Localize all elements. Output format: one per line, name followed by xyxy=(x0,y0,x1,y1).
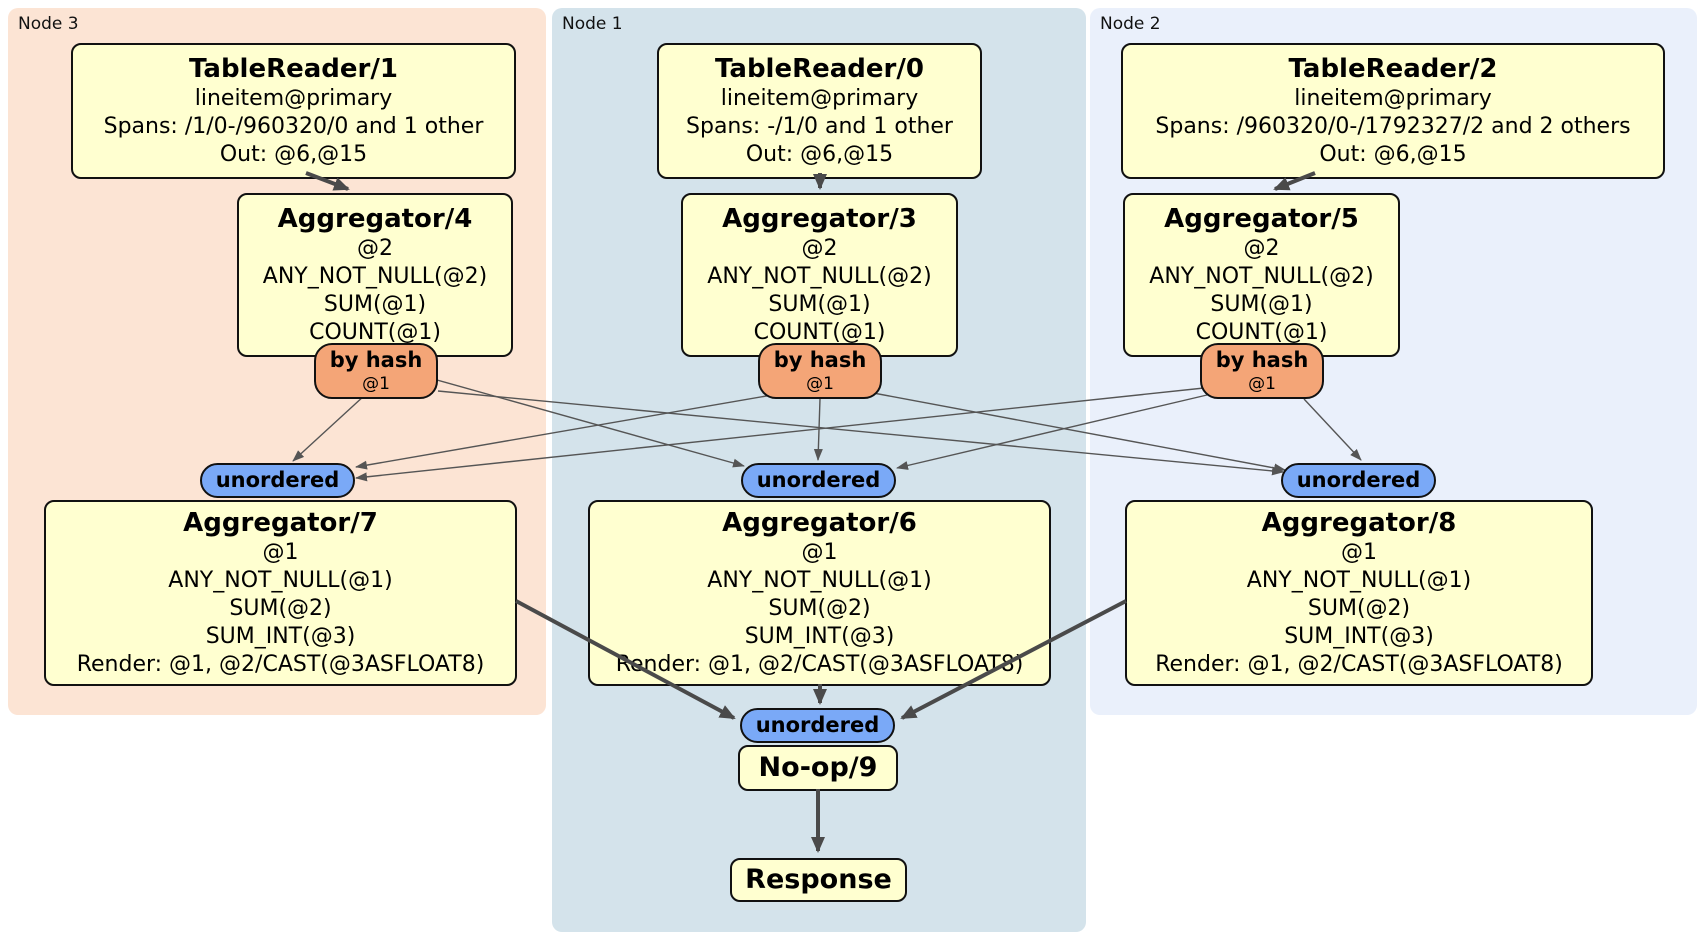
processor-title: Aggregator/3 xyxy=(722,204,917,234)
processor-response: Response xyxy=(730,858,907,902)
processor-tablereader-0: TableReader/0 lineitem@primary Spans: -/… xyxy=(657,43,982,179)
processor-title: TableReader/2 xyxy=(1288,54,1498,84)
processor-title: Aggregator/4 xyxy=(277,204,473,234)
processor-title: Aggregator/8 xyxy=(1261,508,1457,538)
processor-title: Aggregator/6 xyxy=(722,508,917,538)
processor-title: TableReader/0 xyxy=(715,54,924,84)
processor-tablereader-2: TableReader/2 lineitem@primary Spans: /9… xyxy=(1121,43,1665,179)
router-by-hash-node2: by hash @1 xyxy=(1200,343,1324,399)
sync-unordered-final: unordered xyxy=(740,708,895,743)
processor-aggregator-3: Aggregator/3 @2 ANY_NOT_NULL(@2) SUM(@1)… xyxy=(681,193,958,357)
router-by-hash-node1: by hash @1 xyxy=(758,343,882,399)
processor-tablereader-1: TableReader/1 lineitem@primary Spans: /1… xyxy=(71,43,516,179)
processor-title: No-op/9 xyxy=(758,752,878,783)
processor-noop-9: No-op/9 xyxy=(738,745,898,791)
region-label-node3: Node 3 xyxy=(18,14,79,34)
sync-unordered-node1: unordered xyxy=(741,463,896,498)
sync-unordered-node3: unordered xyxy=(200,463,355,498)
processor-title: TableReader/1 xyxy=(189,54,398,84)
router-by-hash-node3: by hash @1 xyxy=(314,343,438,399)
processor-aggregator-5: Aggregator/5 @2 ANY_NOT_NULL(@2) SUM(@1)… xyxy=(1123,193,1400,357)
region-label-node1: Node 1 xyxy=(562,14,623,34)
processor-aggregator-7: Aggregator/7 @1 ANY_NOT_NULL(@1) SUM(@2)… xyxy=(44,500,517,686)
processor-aggregator-6: Aggregator/6 @1 ANY_NOT_NULL(@1) SUM(@2)… xyxy=(588,500,1051,686)
processor-title: Aggregator/5 xyxy=(1164,204,1359,234)
region-label-node2: Node 2 xyxy=(1100,14,1161,34)
sync-unordered-node2: unordered xyxy=(1281,463,1436,498)
processor-title: Response xyxy=(745,864,892,895)
processor-title: Aggregator/7 xyxy=(183,508,378,538)
processor-aggregator-4: Aggregator/4 @2 ANY_NOT_NULL(@2) SUM(@1)… xyxy=(237,193,513,357)
processor-aggregator-8: Aggregator/8 @1 ANY_NOT_NULL(@1) SUM(@2)… xyxy=(1125,500,1593,686)
